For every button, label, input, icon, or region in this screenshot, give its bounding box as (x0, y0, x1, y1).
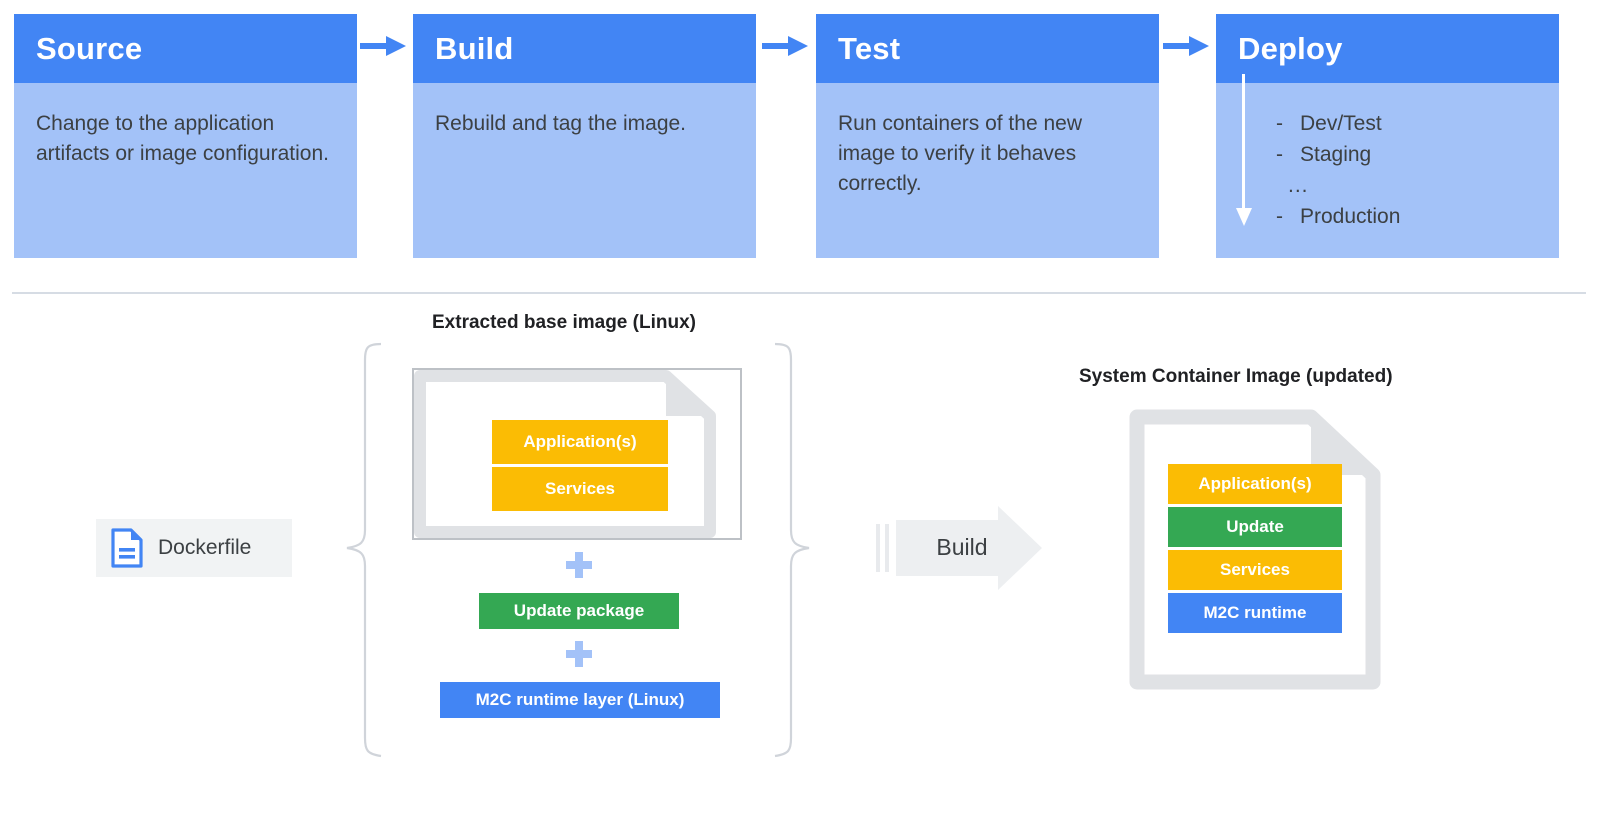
arrow-right-icon-source-build (360, 36, 406, 56)
build-arrow: Build (876, 506, 1042, 590)
pipeline-stage-source: Source Change to the application artifac… (14, 14, 357, 258)
stage-text-source: Change to the application artifacts or i… (14, 83, 357, 258)
dockerfile-label: Dockerfile (158, 536, 252, 559)
deploy-marker: - (1276, 205, 1283, 228)
layer-m2c-runtime-linux: M2C runtime layer (Linux) (440, 682, 720, 718)
output-image-layers: Application(s) Update Services M2C runti… (1168, 464, 1342, 633)
deploy-list-ellipsis: ... (1216, 174, 1559, 205)
build-arrow-label: Build (936, 534, 988, 560)
layer-applications: Application(s) (1168, 464, 1342, 504)
stage-title-build: Build (413, 14, 756, 83)
arrow-right-icon-build-test (762, 36, 808, 56)
document-frame-icon-output (1129, 409, 1381, 690)
deploy-label: Production (1300, 205, 1401, 228)
layer-update-package: Update package (479, 593, 679, 629)
deploy-marker: - (1276, 143, 1283, 166)
layer-applications: Application(s) (492, 420, 668, 464)
deploy-label: Dev/Test (1300, 112, 1382, 135)
stage-text-deploy (1216, 83, 1559, 258)
deploy-list-item: - Staging (1216, 143, 1559, 174)
deploy-list-item: - Production (1216, 205, 1559, 236)
stage-title-test: Test (816, 14, 1159, 83)
stage-title-deploy: Deploy (1216, 14, 1559, 83)
deploy-label: Staging (1300, 143, 1372, 166)
document-icon (111, 528, 143, 568)
base-image-layers: Application(s) Services (492, 420, 668, 511)
deploy-marker: - (1276, 112, 1283, 135)
document-frame-icon (414, 370, 716, 538)
stage-text-test: Run containers of the new image to verif… (816, 83, 1159, 258)
output-image-title: System Container Image (updated) (1079, 366, 1393, 387)
section-divider (12, 292, 1586, 294)
layer-services: Services (1168, 550, 1342, 590)
base-image-title: Extracted base image (Linux) (432, 312, 696, 333)
arrow-down-icon-deploy (1236, 74, 1252, 226)
layer-m2c-runtime: M2C runtime (1168, 593, 1342, 633)
deploy-marker: ... (1288, 174, 1309, 197)
pipeline-stage-build: Build Rebuild and tag the image. (413, 14, 756, 258)
plus-icon-1 (566, 552, 592, 578)
system-container-image-box: Application(s) Update Services M2C runti… (1129, 409, 1381, 690)
stage-title-source: Source (14, 14, 357, 83)
deploy-environment-list: - Dev/Test - Staging ... - Production (1216, 112, 1559, 236)
layer-update: Update (1168, 507, 1342, 547)
dockerfile-chip[interactable]: Dockerfile (96, 519, 292, 577)
brace-right (774, 342, 810, 758)
brace-left (346, 342, 382, 758)
plus-icon-2 (566, 641, 592, 667)
arrow-right-icon-test-deploy (1163, 36, 1209, 56)
arrow-right-icon-build-process (876, 506, 1042, 590)
layer-services: Services (492, 467, 668, 511)
pipeline-stage-test: Test Run containers of the new image to … (816, 14, 1159, 258)
pipeline-stage-deploy: Deploy (1216, 14, 1559, 258)
extracted-base-image-box: Application(s) Services (412, 368, 742, 540)
deploy-list-item: - Dev/Test (1216, 112, 1559, 143)
stage-text-build: Rebuild and tag the image. (413, 83, 756, 258)
